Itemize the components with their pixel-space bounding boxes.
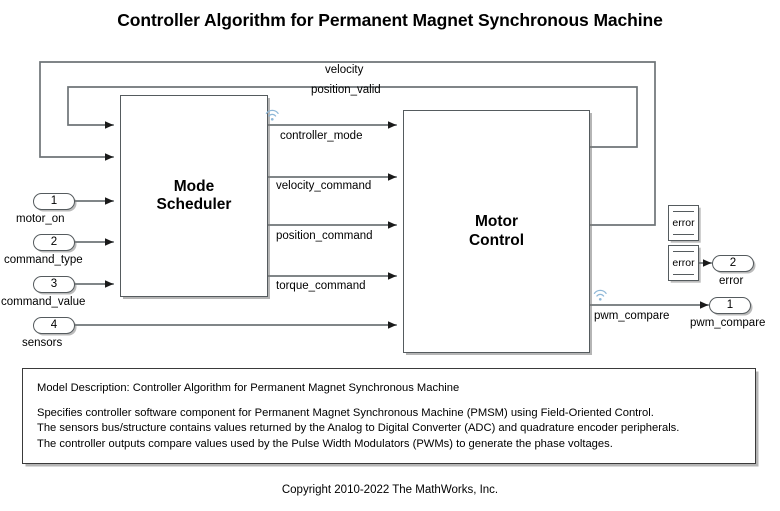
inport-sensors[interactable]: 4 [33, 317, 75, 334]
copyright-text: Copyright 2010-2022 The MathWorks, Inc. [281, 484, 499, 496]
inport-motor-on[interactable]: 1 [33, 193, 75, 210]
wire-position-valid [67, 86, 638, 148]
outport-error-label: error [719, 275, 744, 287]
inport-motor-on-number: 1 [50, 194, 58, 207]
inport-command-type-label: command_type [4, 254, 83, 266]
error-goto-upper[interactable]: error [668, 205, 699, 241]
inport-command-value-label: command_value [1, 296, 86, 308]
error-goto-upper-label: error [672, 216, 695, 229]
model-description-line-1: Specifies controller software component … [37, 406, 654, 419]
subsystem-mode-scheduler-label: Mode Scheduler [156, 177, 232, 213]
inport-sensors-number: 4 [50, 318, 58, 331]
signal-label-velocity-command: velocity_command [276, 180, 372, 192]
error-goto-lower[interactable]: error [668, 245, 699, 281]
signal-label-position-command: position_command [276, 230, 373, 242]
signal-logging-wireless-icon [593, 289, 608, 302]
signal-label-controller-mode: controller_mode [280, 130, 363, 142]
goto-rule-top [673, 251, 694, 252]
signal-label-position-valid: position_valid [311, 84, 381, 96]
inport-sensors-label: sensors [22, 337, 63, 349]
outport-error[interactable]: 2 [712, 255, 754, 272]
page-title: Controller Algorithm for Permanent Magne… [117, 10, 663, 30]
subsystem-motor-control-label: Motor Control [468, 213, 525, 249]
signal-label-velocity: velocity [325, 64, 364, 76]
inport-command-value-number: 3 [50, 277, 58, 290]
signal-label-torque-command: torque_command [276, 280, 366, 292]
goto-rule-bottom [673, 234, 694, 235]
subsystem-motor-control[interactable]: Motor Control [403, 110, 590, 353]
model-description-line-3: The controller outputs compare values us… [37, 437, 613, 450]
model-description-box[interactable]: Model Description: Controller Algorithm … [22, 368, 756, 464]
inport-command-type-number: 2 [50, 235, 58, 248]
outport-pwm-compare-label: pwm_compare [690, 317, 766, 329]
subsystem-mode-scheduler[interactable]: Mode Scheduler [120, 95, 268, 297]
signal-logging-wireless-icon [265, 109, 280, 122]
goto-rule-top [673, 211, 694, 212]
inport-motor-on-label: motor_on [16, 213, 65, 225]
inport-command-value[interactable]: 3 [33, 276, 75, 293]
signal-label-pwm-compare: pwm_compare [594, 310, 670, 322]
outport-pwm-compare-number: 1 [726, 298, 734, 311]
outport-pwm-compare[interactable]: 1 [709, 297, 751, 314]
outport-error-number: 2 [729, 256, 737, 269]
description-spacer [37, 397, 741, 406]
model-description-heading: Model Description: Controller Algorithm … [37, 382, 460, 394]
wire-velocity [39, 61, 656, 226]
model-description-line-2: The sensors bus/structure contains value… [37, 422, 680, 434]
goto-rule-bottom [673, 274, 694, 275]
inport-command-type[interactable]: 2 [33, 234, 75, 251]
error-goto-lower-label: error [672, 256, 695, 269]
